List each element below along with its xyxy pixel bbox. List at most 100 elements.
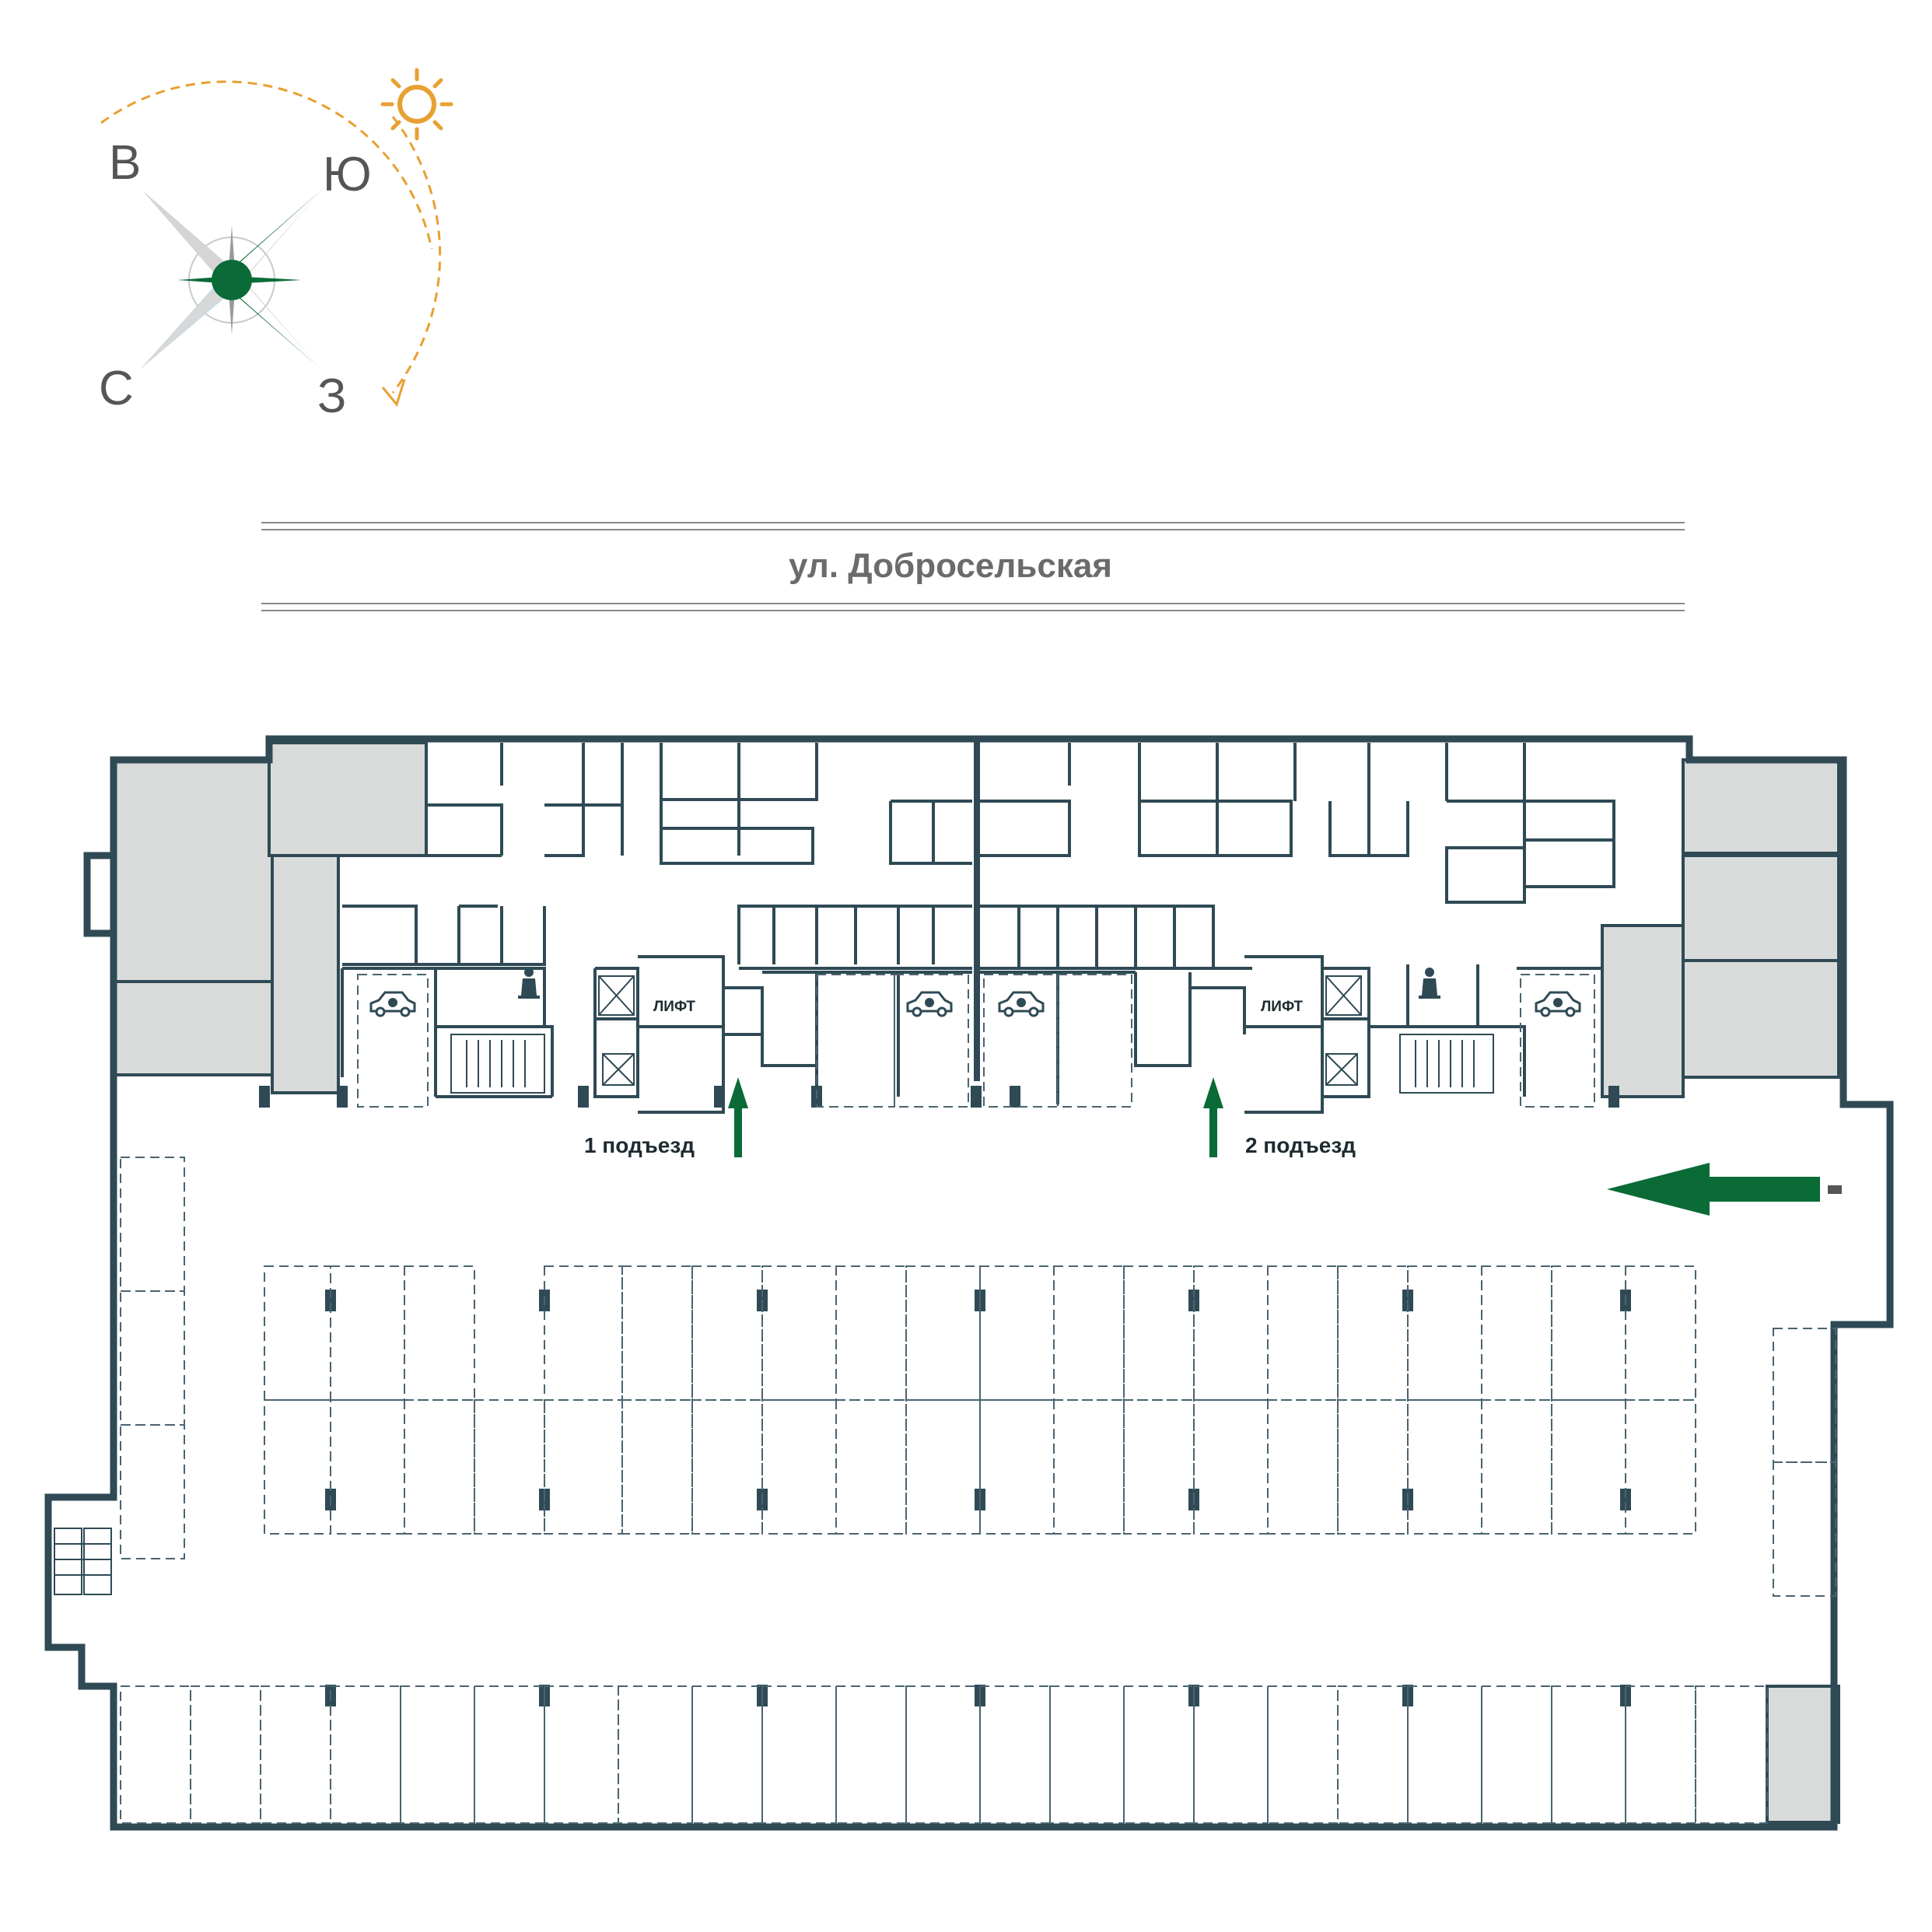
parking-spot <box>330 1399 405 1535</box>
parking-spot <box>1053 1399 1125 1535</box>
parking-spot <box>474 1399 545 1535</box>
compass: В Ю С З <box>99 68 453 423</box>
parking-spot <box>691 1265 763 1401</box>
column <box>325 1290 336 1311</box>
parking-spot <box>400 1685 475 1824</box>
parking-spot <box>979 1265 1055 1401</box>
ev-charging-car-icon <box>906 991 953 1017</box>
parking-spot <box>1773 1461 1836 1597</box>
parking-spot <box>1123 1265 1195 1401</box>
parking-spot <box>905 1265 981 1401</box>
parking-spot <box>1481 1399 1552 1535</box>
parking-spot <box>1481 1265 1552 1401</box>
parking-spot <box>1193 1265 1269 1401</box>
parking-spot <box>1193 1685 1269 1824</box>
parking-spot <box>404 1399 475 1535</box>
parking-spot <box>1267 1685 1339 1824</box>
parking-spot <box>1407 1399 1482 1535</box>
technical-rooms <box>112 741 1840 1824</box>
lift-shafts <box>598 975 1362 1086</box>
stair-left <box>450 1034 545 1094</box>
parking-spot <box>330 1265 405 1401</box>
parking-spot <box>1267 1265 1339 1401</box>
entrance-2-label: 2 подъезд <box>1245 1133 1356 1157</box>
parking-spot <box>190 1685 261 1824</box>
parking-spots <box>120 1157 1836 1824</box>
ev-spots <box>357 974 1595 1108</box>
compass-rose-icon <box>140 187 325 369</box>
parking-spot <box>120 1290 185 1426</box>
parking-spot <box>1551 1399 1626 1535</box>
wall-column <box>971 1086 982 1108</box>
parking-spot <box>1625 1685 1696 1824</box>
parking-spot <box>404 1265 475 1401</box>
parking-spot <box>544 1265 623 1401</box>
compass-north-label: С <box>99 362 134 415</box>
parking-spot <box>1773 1328 1836 1463</box>
parking-spot <box>120 1424 185 1559</box>
parking-spot-highlighted <box>474 1266 544 1400</box>
parking-spot <box>1481 1685 1552 1824</box>
wall-column <box>1010 1086 1020 1108</box>
entry-arrow-icon <box>1607 1163 1842 1216</box>
parking-spot <box>1407 1685 1482 1824</box>
ev-charging-car-icon <box>1535 991 1581 1017</box>
parking-spot <box>979 1399 1055 1535</box>
compass-west-label: З <box>317 369 346 423</box>
parking-spot <box>1049 1685 1125 1824</box>
janitor-room-icon-2 <box>1419 968 1440 999</box>
parking-spot <box>1193 1399 1269 1535</box>
ev-charging-car-icon <box>369 991 416 1017</box>
stair-evacuation <box>54 1528 112 1595</box>
columns <box>259 1086 1631 1706</box>
parking-spot <box>1267 1399 1339 1535</box>
parking-spot <box>1625 1399 1696 1535</box>
parking-spot <box>1625 1265 1696 1401</box>
street-name: ул. Добросельская <box>789 547 1112 585</box>
lift-label-left: ЛИФТ <box>653 999 695 1015</box>
wall-column <box>337 1086 348 1108</box>
compass-south-label: Ю <box>323 148 372 201</box>
ev-charging-car-icon <box>998 991 1045 1017</box>
parking-spot <box>761 1685 837 1824</box>
parking-spot <box>264 1265 331 1401</box>
parking-spot <box>621 1265 693 1401</box>
parking-spot <box>120 1685 191 1824</box>
parking-spot <box>544 1399 623 1535</box>
stair-right <box>1399 1034 1494 1094</box>
parking-spot <box>979 1685 1051 1824</box>
parking-spot <box>474 1685 545 1824</box>
ev-icons <box>369 991 1581 1017</box>
wall-column <box>259 1086 270 1108</box>
parking-spot <box>1337 1685 1409 1824</box>
wall-column <box>578 1086 589 1108</box>
parking-spot <box>835 1685 907 1824</box>
parking-spot <box>905 1399 981 1535</box>
column <box>1620 1489 1631 1510</box>
parking-spot <box>264 1399 331 1535</box>
parking-spot <box>761 1399 837 1535</box>
parking-spot <box>835 1399 907 1535</box>
parking-spot <box>120 1157 185 1292</box>
wall-column <box>1608 1086 1619 1108</box>
compass-east-label: В <box>109 136 141 190</box>
parking-spot <box>905 1685 981 1824</box>
sun-icon <box>380 68 453 141</box>
parking-spot <box>1337 1399 1409 1535</box>
sun-path-arc-2 <box>391 116 442 394</box>
parking-spot <box>330 1685 401 1824</box>
parking-spot <box>1337 1265 1409 1401</box>
parking-spot <box>621 1399 693 1535</box>
lift-label-right: ЛИФТ <box>1261 999 1303 1015</box>
outer-walls <box>44 735 1894 1831</box>
parking-spot <box>1551 1685 1626 1824</box>
parking-spot <box>1551 1265 1626 1401</box>
parking-spot <box>691 1399 763 1535</box>
wall-column <box>714 1086 725 1108</box>
parking-spot <box>1123 1399 1195 1535</box>
parking-spot <box>691 1685 763 1824</box>
entrance-arrow-icon <box>728 1077 1223 1157</box>
parking-spot <box>761 1265 837 1401</box>
sun-path-arrowhead <box>381 379 406 408</box>
